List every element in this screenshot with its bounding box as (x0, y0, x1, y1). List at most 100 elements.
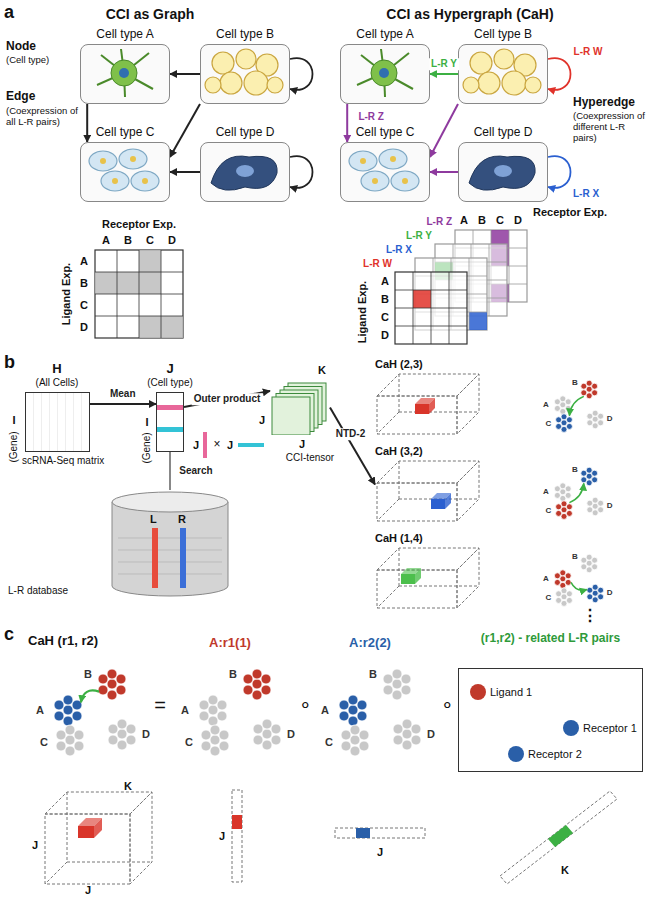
cell-dot (117, 729, 127, 739)
tensor-block (415, 404, 429, 414)
label: I (12, 414, 15, 427)
matrix-box (156, 392, 184, 452)
connector (430, 171, 458, 173)
matrix-name: J (140, 362, 200, 377)
cell-dot (357, 700, 367, 710)
node-cell: Cell type C (80, 126, 170, 202)
cell-dot (587, 413, 593, 419)
cube-face (45, 792, 152, 814)
label: D (427, 728, 435, 741)
matrix-line (469, 258, 470, 330)
cell-dot (586, 393, 592, 399)
cell-dot (592, 557, 598, 563)
receptor-name: Receptor 1 (583, 722, 637, 735)
cell-dot (219, 741, 229, 751)
cell-dot (556, 504, 562, 510)
label: C (40, 736, 48, 749)
matrix-line (489, 244, 490, 316)
cell-icon (357, 49, 413, 97)
cube-edge (399, 374, 400, 412)
cell-type-name: Cell type C (80, 126, 170, 142)
cell-dot (581, 470, 587, 476)
cell-box (200, 142, 290, 202)
cell-dot (554, 486, 560, 492)
cube-edge (399, 412, 479, 413)
cell-dot (587, 587, 593, 593)
cell-dot (411, 735, 421, 745)
cell-dot (208, 705, 218, 715)
cell-dot (592, 597, 598, 603)
cell-dot (401, 685, 411, 695)
cell-dot (581, 557, 587, 563)
cube-box (375, 459, 485, 523)
label: (Coexpression of different L-R pairs) (573, 111, 647, 144)
cell-icon (97, 49, 153, 97)
label: L-R database (8, 585, 68, 597)
cell-dot (560, 489, 566, 495)
factor-element (232, 815, 242, 829)
node-rec: Receptor 2 (508, 746, 582, 762)
cell-dot (210, 725, 220, 735)
matrix-line (95, 294, 183, 295)
cell-dot (350, 725, 360, 735)
cell-dot (74, 730, 84, 740)
cell-dot (411, 724, 421, 734)
cell-dot (262, 719, 272, 729)
tensor-cube (375, 459, 485, 523)
cell-dot (348, 695, 358, 705)
hypergraph-name: CaH (3,2) (375, 445, 505, 459)
cube-face (457, 374, 479, 434)
label: C (381, 311, 389, 324)
factor-vector (335, 828, 425, 838)
cell-dot (561, 507, 567, 513)
edge-label: Search (177, 465, 214, 477)
cube-face (130, 792, 152, 884)
connector (548, 156, 571, 188)
cell-dot (261, 685, 271, 695)
cube-face (377, 483, 457, 521)
cell-dot (393, 735, 403, 745)
cell-dot (586, 386, 592, 392)
label: L-R W (363, 258, 392, 270)
cell-dot (565, 579, 571, 585)
label: CCI as Hypergraph (CaH) (386, 6, 553, 22)
edge-label: L-R Z (356, 111, 386, 123)
label: D (514, 214, 522, 227)
cell-dot (402, 740, 412, 750)
cell-dot (581, 383, 587, 389)
label: B (572, 553, 578, 562)
cell-dot (561, 501, 567, 507)
cube-edge (67, 792, 68, 862)
label: B (381, 293, 389, 306)
label: (Coexpression of all L-R pairs) (6, 106, 78, 128)
cell-type-name: Cell type D (200, 126, 290, 142)
cylinder-body (112, 502, 228, 596)
matrix-cell (139, 272, 161, 294)
cell-dot (210, 746, 220, 756)
node-cah: CaH (1,4) (375, 532, 505, 610)
cell-picture (201, 45, 287, 101)
cell-dot (561, 513, 567, 519)
matrix-cell (95, 272, 117, 294)
cell-picture (201, 143, 287, 199)
interaction-arrow (571, 582, 587, 590)
matrix-cell (413, 290, 431, 308)
factor-vector (232, 790, 242, 882)
label: ⋮ (582, 607, 598, 625)
cell-box (80, 44, 170, 104)
connector (330, 408, 375, 485)
label: D (142, 728, 150, 741)
cell-dot (65, 735, 75, 745)
label: Receptor Exp. (102, 218, 176, 231)
cell-picture (341, 45, 427, 101)
node-tensor: CCI-tensor (270, 380, 350, 464)
edge-label: L-R X (571, 188, 601, 200)
cell-dot (586, 554, 592, 560)
hypergraph-name: CaH (1,4) (375, 532, 505, 546)
label: D (381, 329, 389, 342)
node-cah: CaH (2,3) (375, 358, 505, 436)
label: A (102, 234, 110, 247)
cell-dot (592, 423, 598, 429)
cell-type-name: Cell type B (458, 28, 548, 44)
connector (290, 58, 313, 90)
